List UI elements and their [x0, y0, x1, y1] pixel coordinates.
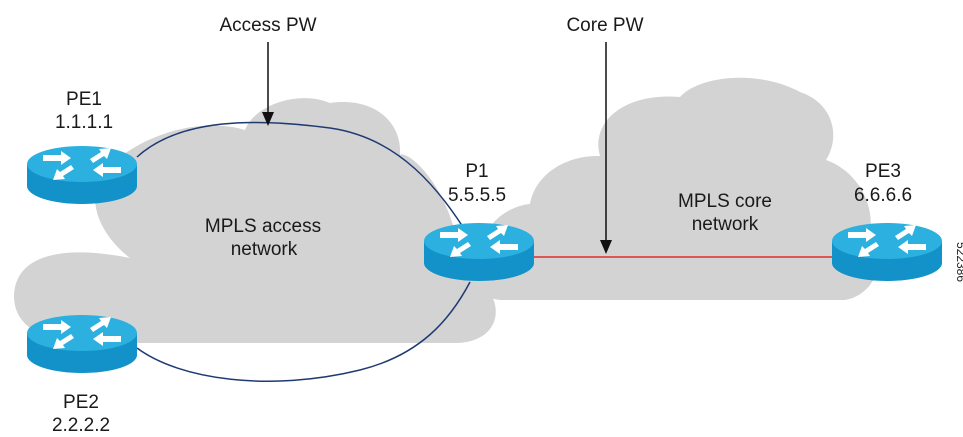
- arrow-down-icon: [262, 42, 274, 126]
- router-icon: [27, 146, 137, 204]
- core-cloud-label-line2: network: [692, 214, 759, 235]
- pe1-name: PE1: [66, 89, 102, 110]
- router-icon: [27, 315, 137, 373]
- access-cloud-label-line2: network: [231, 239, 298, 260]
- pe2-ip: 2.2.2.2: [52, 415, 110, 436]
- pe2-name: PE2: [63, 392, 99, 413]
- pe3-ip: 6.6.6.6: [854, 185, 912, 206]
- p1-ip: 5.5.5.5: [448, 185, 506, 206]
- router-icon: [832, 223, 942, 281]
- access-pw-link-pe1-p1: [136, 121, 471, 239]
- router-icon: [424, 223, 534, 281]
- mpls-core-cloud: [473, 77, 878, 300]
- access-cloud-label-line1: MPLS access: [205, 216, 321, 237]
- core-pw-label: Core PW: [566, 15, 643, 36]
- pe3-name: PE3: [865, 161, 901, 182]
- arrow-down-icon: [600, 42, 612, 254]
- figure-id: 522386: [954, 242, 963, 282]
- pe1-ip: 1.1.1.1: [55, 112, 113, 133]
- access-pw-links: [136, 121, 471, 382]
- access-pw-link-pe2-p1: [136, 281, 471, 382]
- p1-name: P1: [465, 161, 488, 182]
- core-cloud-label-line1: MPLS core: [678, 191, 772, 212]
- access-pw-label: Access PW: [219, 15, 316, 36]
